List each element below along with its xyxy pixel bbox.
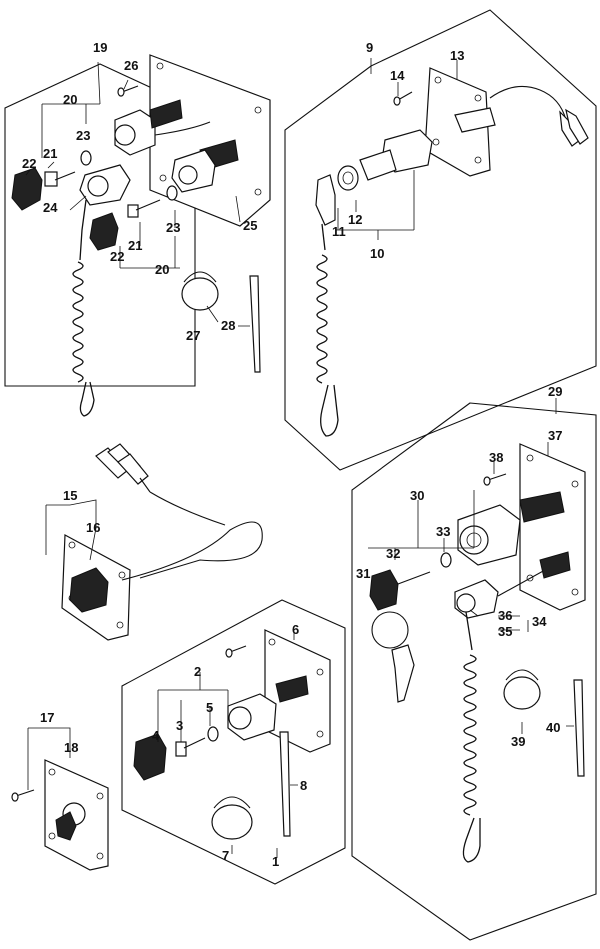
cap-39: [503, 676, 541, 710]
cable-tie-40: [573, 679, 585, 777]
cable-tie-8: [279, 731, 291, 837]
callout-33: 33: [436, 524, 450, 539]
callout-23-top: 23: [76, 128, 90, 143]
switch-16: [69, 567, 109, 613]
group-19: [4, 54, 271, 417]
callout-13: 13: [450, 48, 464, 63]
callout-7: 7: [222, 848, 229, 863]
callout-20-top: 20: [63, 92, 77, 107]
lanyard-cord-19: [79, 199, 87, 261]
callout-22-mid: 22: [110, 249, 124, 264]
callout-26: 26: [124, 58, 138, 73]
callout-4: 4: [152, 728, 160, 743]
callout-9: 9: [366, 40, 373, 55]
callout-5: 5: [206, 700, 213, 715]
callout-32: 32: [386, 546, 400, 561]
group-29: [351, 398, 597, 941]
group-29-frame: [351, 402, 597, 941]
knob-18: [55, 811, 77, 841]
panel-37: [519, 443, 586, 611]
callout-12: 12: [348, 212, 362, 227]
cap-27: [181, 277, 219, 311]
callout-3: 3: [176, 718, 183, 733]
group-17: [11, 727, 109, 871]
callout-labels: 19 26 20 23 21 22 24 25 23 21 22 20 28 2…: [22, 40, 562, 869]
callout-25: 25: [243, 218, 257, 233]
cap-7: [211, 804, 253, 840]
panel-25: [149, 54, 271, 227]
group-9-frame: [284, 9, 597, 471]
nut-12: [337, 165, 359, 191]
callout-18: 18: [64, 740, 78, 755]
callout-24: 24: [43, 200, 58, 215]
callout-29: 29: [548, 384, 562, 399]
callout-1: 1: [272, 854, 279, 869]
callout-31: 31: [356, 566, 370, 581]
callout-23-mid: 23: [166, 220, 180, 235]
callout-38: 38: [489, 450, 503, 465]
callout-39: 39: [511, 734, 525, 749]
group-1: [121, 599, 346, 885]
callout-10: 10: [370, 246, 384, 261]
callout-30: 30: [410, 488, 424, 503]
key-31: [369, 569, 399, 611]
callout-27: 27: [186, 328, 200, 343]
callout-11: 11: [332, 224, 346, 239]
callout-40: 40: [546, 720, 560, 735]
cable-tie-28: [249, 275, 261, 373]
clip-11: [315, 174, 336, 226]
callout-19: 19: [93, 40, 107, 55]
callout-37: 37: [548, 428, 562, 443]
callout-28: 28: [221, 318, 235, 333]
callout-17: 17: [40, 710, 54, 725]
callout-6: 6: [292, 622, 299, 637]
callout-14: 14: [390, 68, 405, 83]
callout-8: 8: [300, 778, 307, 793]
callout-2: 2: [194, 664, 201, 679]
key-22-top: [11, 167, 43, 211]
group-1-frame: [121, 599, 346, 885]
callout-20-mid: 20: [155, 262, 169, 277]
callout-34: 34: [532, 614, 547, 629]
callout-15: 15: [63, 488, 77, 503]
callout-21-mid: 21: [128, 238, 142, 253]
callout-36: 36: [498, 608, 512, 623]
group-15: [45, 443, 263, 641]
callout-16: 16: [86, 520, 100, 535]
key-22-bottom: [89, 212, 119, 251]
key-4: [133, 733, 167, 781]
group-9: [284, 9, 597, 471]
callout-21-top: 21: [43, 146, 57, 161]
callout-22-top: 22: [22, 156, 36, 171]
callout-35: 35: [498, 624, 512, 639]
